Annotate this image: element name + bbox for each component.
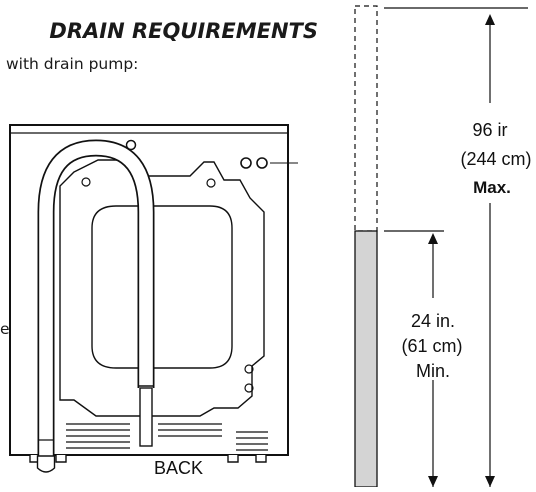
inlet-valve-icon [256, 157, 268, 169]
bottom-vent-center [158, 423, 222, 437]
arrowhead-down-icon [485, 476, 495, 487]
min-height-label: Min. [416, 361, 450, 381]
bottom-vent-right [236, 431, 268, 451]
max-height-arrow [485, 14, 495, 487]
max-height-label: Max. [473, 178, 511, 197]
rear-panel-screw-icon [244, 364, 254, 374]
rear-panel-screw-icon [206, 178, 216, 188]
side-text-fragment: e [0, 320, 10, 338]
max-height-metric: (244 cm) [460, 149, 531, 169]
drain-hose-icon [36, 139, 155, 473]
standpipe-min-section [354, 230, 378, 488]
rear-panel-screw-icon [81, 177, 91, 187]
rear-panel-outline [59, 159, 265, 417]
min-height-metric: (61 cm) [401, 336, 462, 356]
washer-feet [29, 455, 267, 463]
drum-access-panel [91, 205, 233, 369]
arrowhead-up-icon [485, 14, 495, 25]
page-subtitle: with drain pump: [6, 55, 138, 73]
standpipe-max-extent [354, 5, 378, 232]
max-height-value: 96 ir [472, 120, 507, 140]
standpipe [354, 5, 378, 488]
min-height-value: 24 in. [411, 311, 455, 331]
washer-back-view: BACK e [0, 124, 298, 478]
back-label: BACK [154, 458, 203, 478]
bottom-vent-left [66, 423, 130, 449]
arrowhead-down-icon [428, 476, 438, 487]
min-height-arrow [428, 233, 438, 487]
page-title: DRAIN REQUIREMENTS [49, 19, 318, 43]
rear-panel-screw-icon [244, 383, 254, 393]
mounting-hole-icon [125, 139, 137, 151]
water-inlet-valves [240, 157, 268, 169]
arrowhead-up-icon [428, 233, 438, 244]
inlet-valve-icon [240, 157, 252, 169]
